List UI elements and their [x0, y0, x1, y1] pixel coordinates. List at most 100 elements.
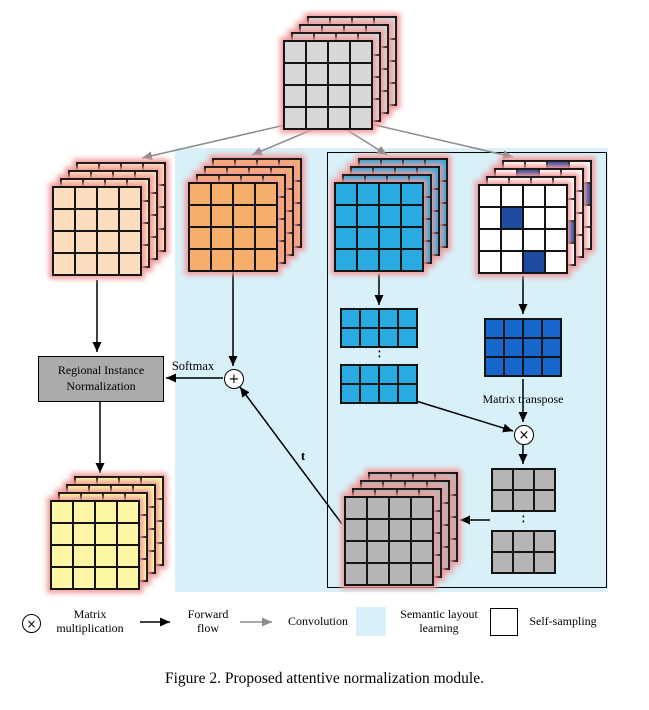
matrix-cell: [535, 491, 554, 510]
matrix-cell: [346, 542, 366, 562]
rin-label-line2: Normalization: [66, 379, 136, 393]
matrix-cell: [399, 310, 416, 327]
matrix-cell: [336, 184, 356, 204]
matrix-cell: [358, 250, 378, 270]
matrix-cell: [543, 358, 560, 375]
matrix-cell: [54, 232, 74, 252]
matrix-cell: [546, 230, 566, 250]
legend-semantic-layout-label: Semantic layout learning: [390, 607, 488, 636]
matrix-cell: [505, 339, 522, 356]
matrix-cell: [399, 329, 416, 346]
matrix-cell: [493, 553, 512, 572]
transposed-sampling-matrix: [484, 318, 562, 377]
matrix-cell: [505, 358, 522, 375]
matrix-cell: [402, 184, 422, 204]
matrix-cell: [346, 498, 366, 518]
matrix-cell: [346, 564, 366, 584]
matrix-cell: [307, 108, 327, 128]
matrix-cell: [543, 339, 560, 356]
matrix-cell: [493, 532, 512, 551]
matrix-cell: [336, 228, 356, 248]
matrix-cell: [212, 184, 232, 204]
legend-text-line: Convolution: [287, 614, 348, 628]
matrix-cell: [74, 502, 94, 522]
matrix-cell: [480, 186, 500, 206]
output-grid: [50, 500, 140, 590]
regional-instance-normalization-box: Regional Instance Normalization: [38, 356, 164, 402]
sampling-grid: [478, 184, 568, 274]
matrix-cell: [329, 86, 349, 106]
matrix-cell: [52, 502, 72, 522]
matrix-cell: [524, 252, 544, 272]
matrix-cell: [390, 542, 410, 562]
matrix-cell: [535, 553, 554, 572]
matrix-cell: [256, 228, 276, 248]
times-glyph: ×: [518, 427, 530, 443]
matrix-cell: [256, 184, 276, 204]
matrix-cell: [52, 546, 72, 566]
matrix-cell: [524, 320, 541, 337]
legend-text-line: Self-sampling: [529, 614, 597, 628]
matrix-cell: [234, 184, 254, 204]
matrix-cell: [402, 250, 422, 270]
matrix-cell: [535, 470, 554, 489]
matrix-cell: [380, 228, 400, 248]
matrix-cell: [336, 250, 356, 270]
matrix-cell: [361, 366, 378, 383]
matrix-cell: [96, 502, 116, 522]
plus-glyph: +: [228, 371, 240, 387]
matrix-cell: [342, 385, 359, 402]
matrix-cell: [380, 206, 400, 226]
matrix-cell: [351, 86, 371, 106]
figure-caption: Figure 2. Proposed attentive normalizati…: [165, 670, 484, 687]
matrix-cell: [212, 250, 232, 270]
feature-grid: [283, 40, 373, 130]
layout-grid: [344, 496, 434, 586]
matrix-cell: [120, 232, 140, 252]
matrix-cell: [380, 385, 397, 402]
matrix-cell: [502, 252, 522, 272]
matrix-cell: [486, 320, 503, 337]
matrix-cell: [98, 232, 118, 252]
matrix-cell: [118, 546, 138, 566]
matrix-cell: [98, 254, 118, 274]
plus-operator-icon: +: [224, 369, 244, 389]
matrix-cell: [234, 228, 254, 248]
matrix-cell: [98, 210, 118, 230]
matrix-cell: [342, 329, 359, 346]
matrix-cell: [190, 184, 210, 204]
matrix-cell: [380, 250, 400, 270]
matrix-cell: [52, 568, 72, 588]
matrix-cell: [514, 470, 533, 489]
matrix-cell: [256, 206, 276, 226]
vertical-dots: ⋮: [372, 342, 387, 360]
matrix-cell: [502, 208, 522, 228]
matrix-cell: [329, 42, 349, 62]
matrix-cell: [399, 366, 416, 383]
matrix-cell: [76, 254, 96, 274]
matrix-cell: [380, 366, 397, 383]
t-label: t: [300, 448, 306, 463]
matrix-cell: [480, 208, 500, 228]
matrix-cell: [212, 206, 232, 226]
matrix-cell: [505, 320, 522, 337]
matrix-cell: [361, 385, 378, 402]
matrix-cell: [358, 184, 378, 204]
matrix-cell: [514, 532, 533, 551]
matrix-cell: [76, 232, 96, 252]
matrix-cell: [118, 524, 138, 544]
matrix-cell: [212, 228, 232, 248]
matrix-cell: [486, 339, 503, 356]
matrix-cell: [412, 498, 432, 518]
matrix-cell: [120, 254, 140, 274]
matrix-cell: [368, 564, 388, 584]
matrix-multiplication-operator-icon: ×: [514, 425, 534, 445]
matrix-cell: [307, 42, 327, 62]
reshaped-semantic-matrix-2: [340, 364, 418, 404]
matrix-cell: [74, 568, 94, 588]
matrix-cell: [524, 208, 544, 228]
matrix-cell: [546, 186, 566, 206]
matrix-cell: [52, 524, 72, 544]
legend-matrix-multiplication-icon: ×: [22, 614, 41, 633]
matrix-cell: [190, 250, 210, 270]
